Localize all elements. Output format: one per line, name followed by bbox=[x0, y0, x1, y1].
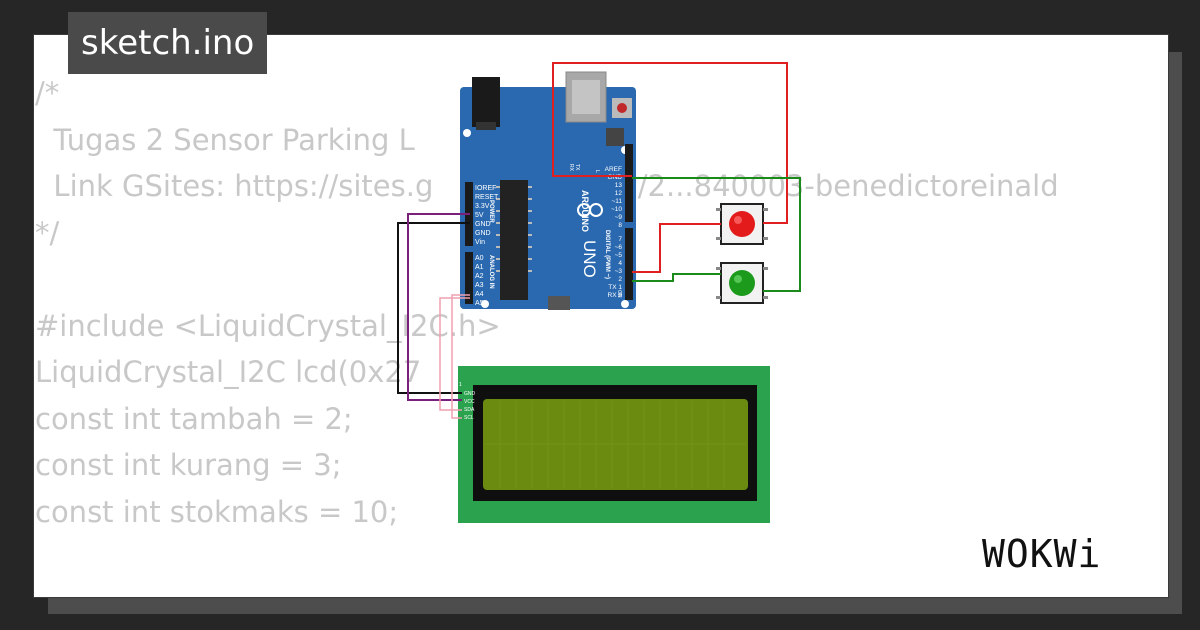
wires bbox=[397, 62, 801, 419]
arduino-pin-label: TX 1 bbox=[608, 284, 622, 291]
arduino-pin-label: RX 0 bbox=[608, 292, 623, 299]
arduino-brand: ARDUINO bbox=[580, 190, 590, 232]
arduino-power-header: POWER bbox=[488, 200, 494, 223]
wire-red-pin3[interactable] bbox=[632, 223, 721, 273]
wire-green-pin2[interactable] bbox=[632, 273, 721, 282]
arduino-rx-label: RX bbox=[568, 164, 574, 172]
arduino-analog-header: ANALOG IN bbox=[488, 255, 494, 289]
code-line: LiquidCrystal_I2C lcd(0x27 bbox=[35, 355, 422, 389]
arduino-pin-label: 8 bbox=[618, 222, 622, 229]
arduino-pin-label: RESET bbox=[475, 194, 499, 201]
wire-red-gnd[interactable] bbox=[552, 62, 788, 224]
code-line: const int tambah = 2; bbox=[35, 401, 353, 436]
lcd-pin-label: SCL bbox=[464, 415, 474, 421]
arduino-pin-label: A2 bbox=[475, 273, 484, 280]
arduino-pin-label: ~10 bbox=[611, 206, 622, 213]
arduino-pin-label: A5 bbox=[475, 300, 484, 307]
lcd-pin-label: SDA bbox=[464, 407, 475, 413]
arduino-pin-label: GND bbox=[608, 174, 623, 181]
arduino-pin-label: A4 bbox=[475, 291, 484, 298]
arduino-pin-label: IOREF bbox=[475, 185, 496, 192]
push-button-red[interactable] bbox=[716, 203, 768, 245]
arduino-digital-header: DIGITAL (PWM ~) bbox=[604, 230, 610, 279]
arduino-pin-label: ~9 bbox=[615, 214, 623, 221]
code-line: /* bbox=[35, 76, 60, 110]
wire-black-gnd[interactable] bbox=[397, 222, 470, 394]
code-line: #include <LiquidCrystal_I2C.h> bbox=[35, 308, 501, 343]
wire-pink-scl[interactable] bbox=[451, 294, 470, 419]
lcd-display[interactable]: 1 GND VCC SDA SCL bbox=[458, 366, 770, 523]
arduino-tx-label: TX bbox=[574, 164, 580, 171]
arduino-pin-label: AREF bbox=[605, 166, 622, 173]
wire-green-gnd[interactable] bbox=[632, 177, 801, 292]
arduino-pin-label: ~11 bbox=[611, 198, 622, 205]
code-line: Tugas 2 Sensor Parking L bbox=[35, 122, 415, 157]
arduino-pin-label: ~3 bbox=[615, 268, 623, 275]
arduino-pin-label: ~6 bbox=[615, 244, 623, 251]
arduino-pin-label: 13 bbox=[615, 182, 623, 189]
code-line-overflow: view/2...840003-benedictoreinald bbox=[571, 169, 1059, 203]
code-line: */ bbox=[35, 215, 60, 250]
lcd-pin-label: VCC bbox=[464, 399, 475, 405]
push-button-green[interactable] bbox=[716, 262, 768, 304]
code-line: const int stokmaks = 10; bbox=[35, 494, 399, 529]
arduino-pin-label: GND bbox=[475, 221, 491, 228]
lcd-pin-label: GND bbox=[464, 391, 476, 397]
code-line: Link GSites: https://sites.g view/2...840… bbox=[35, 163, 1058, 210]
arduino-pin-label: 5V bbox=[475, 212, 484, 219]
arduino-pin-label: 4 bbox=[618, 260, 622, 267]
arduino-on-label: ON bbox=[616, 290, 622, 298]
code-line: const int kurang = 3; bbox=[35, 448, 342, 482]
sketch-filename[interactable]: sketch.ino bbox=[68, 12, 268, 74]
arduino-pin-label: GND bbox=[475, 230, 491, 237]
arduino-l-label: L bbox=[594, 170, 600, 173]
arduino-pin-label: Vin bbox=[475, 239, 485, 246]
lcd-pin-marker: 1 bbox=[459, 382, 462, 388]
code-line-text: Link GSites: https://sites.g bbox=[35, 169, 434, 203]
wire-pink-sda[interactable] bbox=[439, 297, 470, 411]
arduino-model: UNO bbox=[580, 240, 599, 278]
arduino-pin-label: A3 bbox=[475, 282, 484, 289]
wokwi-logo: WOKWi bbox=[982, 532, 1101, 576]
code-preview: /* Tugas 2 Sensor Parking L Link GSites:… bbox=[35, 70, 1059, 535]
wire-purple-vcc[interactable] bbox=[407, 213, 470, 401]
arduino-pin-label: 3.3V bbox=[475, 203, 490, 210]
arduino-pin-label: ~5 bbox=[615, 252, 623, 259]
arduino-pin-label: 2 bbox=[618, 276, 622, 283]
arduino-pin-label: A0 bbox=[475, 255, 484, 262]
arduino-uno-board[interactable]: IOREF RESET 3.3V 5V GND GND Vin A0 A1 A2… bbox=[460, 71, 636, 310]
arduino-pin-label: 12 bbox=[615, 190, 623, 197]
arduino-pin-label: A1 bbox=[475, 264, 484, 271]
wokwi-logo-text: WOKWi bbox=[982, 532, 1101, 576]
arduino-pin-label: 7 bbox=[618, 236, 622, 243]
